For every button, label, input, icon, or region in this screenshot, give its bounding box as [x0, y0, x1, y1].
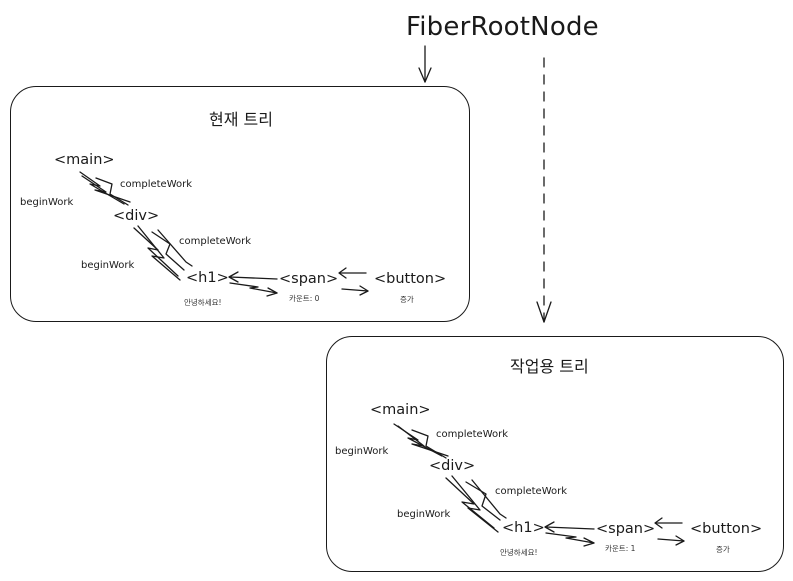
current-begin-work-label-1: beginWork	[20, 197, 74, 208]
work-h1-text: 안녕하세요!	[500, 548, 538, 557]
current-button-node: <button>	[374, 271, 447, 287]
current-begin-work-label-2: beginWork	[81, 260, 135, 271]
work-button-text: 증가	[716, 545, 730, 554]
current-button-text: 증가	[400, 295, 414, 304]
current-complete-work-label-1: completeWork	[120, 179, 193, 190]
current-div-node: <div>	[113, 208, 160, 224]
current-complete-work-label-2: completeWork	[179, 236, 252, 247]
work-begin-work-label-1: beginWork	[335, 446, 389, 457]
work-begin-work-label-2: beginWork	[397, 509, 451, 520]
work-div-node: <div>	[429, 458, 476, 474]
current-h1-text: 안녕하세요!	[184, 298, 222, 307]
work-main-node: <main>	[370, 402, 431, 418]
current-main-node: <main>	[54, 152, 115, 168]
work-complete-work-label-1: completeWork	[436, 429, 509, 440]
work-span-text: 카운트: 1	[605, 544, 636, 553]
work-tree-title: 작업용 트리	[510, 357, 589, 376]
current-tree-title: 현재 트리	[209, 110, 273, 129]
work-tree-box	[326, 336, 784, 572]
current-span-node: <span>	[279, 271, 339, 287]
work-button-node: <button>	[690, 521, 763, 537]
work-h1-node: <h1>	[502, 520, 545, 536]
fiber-root-node-label: FiberRootNode	[406, 12, 599, 42]
current-tree-box	[10, 86, 470, 322]
current-span-text: 카운트: 0	[289, 294, 320, 303]
current-h1-node: <h1>	[186, 270, 229, 286]
work-complete-work-label-2: completeWork	[495, 486, 568, 497]
work-span-node: <span>	[596, 521, 656, 537]
